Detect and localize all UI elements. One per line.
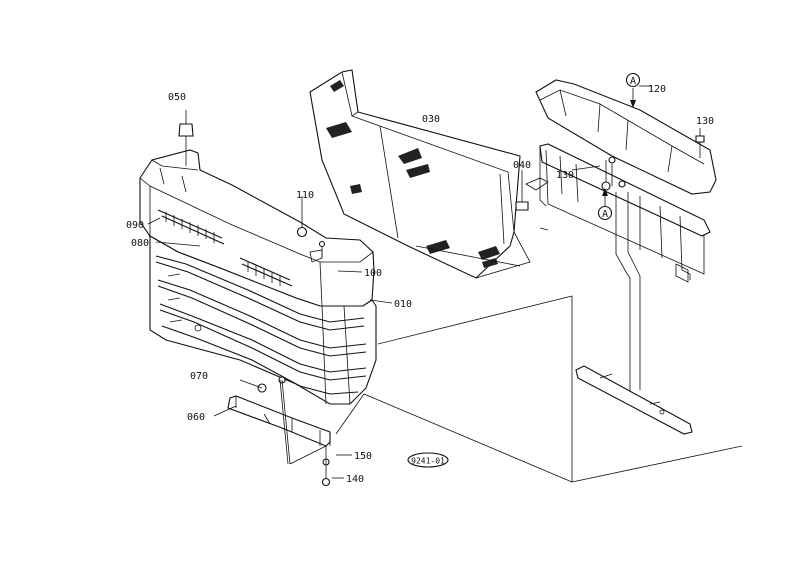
grille-support-frame	[525, 79, 717, 435]
callout-130-top: 130	[696, 116, 714, 127]
callout-030: 030	[422, 114, 440, 125]
callout-110: 110	[296, 190, 314, 201]
bolt-040	[515, 170, 529, 211]
view-marker-a-bottom: A	[597, 188, 613, 221]
vent-slots-upper	[157, 209, 293, 287]
callout-090: 090	[126, 220, 144, 231]
view-marker-a-top-label: A	[630, 76, 636, 87]
callout-140: 140	[346, 474, 364, 485]
drawing-number-text: 9241-01	[411, 457, 445, 466]
drawing-number-stamp: 9241-01	[407, 452, 449, 468]
callout-130-left: 130	[556, 170, 574, 181]
assembly-guide-lines	[335, 227, 743, 483]
callout-010: 010	[394, 299, 412, 310]
callout-120: 120	[648, 84, 666, 95]
callout-040: 040	[513, 160, 531, 171]
callout-100: 100	[364, 268, 382, 279]
callout-050: 050	[168, 92, 186, 103]
bolt-110	[296, 196, 308, 238]
view-marker-a-top: A	[625, 72, 641, 108]
view-marker-a-bottom-label: A	[602, 209, 608, 220]
callout-labels: 050 030 040 120 130 130 110 090 080 100 …	[126, 84, 714, 485]
callout-070: 070	[190, 371, 208, 382]
radiator-screen-030	[309, 69, 531, 279]
mesh-hatching	[326, 80, 500, 268]
callout-150: 150	[354, 451, 372, 462]
leader-lines	[147, 85, 652, 479]
callout-060: 060	[187, 412, 205, 423]
callout-080: 080	[131, 238, 149, 249]
clip-050	[178, 110, 194, 166]
front-grille-assembly	[139, 149, 377, 405]
bracket-060	[227, 376, 331, 487]
